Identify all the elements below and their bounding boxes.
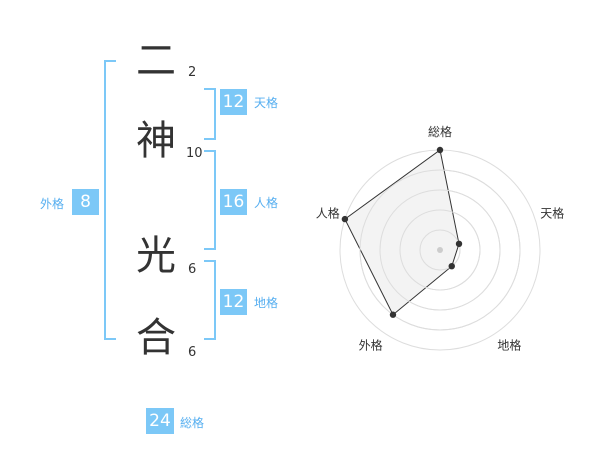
radar-center-dot xyxy=(437,247,443,253)
stroke-count-2: 10 xyxy=(186,146,203,161)
jinkaku-label: 人格 xyxy=(254,196,279,210)
chikaku-value: 12 xyxy=(220,289,247,315)
name-char-1: 二 xyxy=(136,38,176,84)
tenkaku-bracket xyxy=(204,88,216,140)
jinkaku-bracket xyxy=(204,150,216,250)
stroke-count-4: 6 xyxy=(188,345,197,360)
radar-axis-label-5: 人格 xyxy=(316,206,340,221)
gaikaku-bracket xyxy=(104,60,116,340)
soukaku-label: 総格 xyxy=(180,416,205,430)
tenkaku-label: 天格 xyxy=(254,96,279,110)
radar-ring-overlay-2 xyxy=(399,209,481,291)
radar-point-4 xyxy=(389,311,397,318)
tenkaku-value: 12 xyxy=(220,89,247,115)
radar-ring-overlay-1 xyxy=(419,229,461,271)
name-char-4: 合 xyxy=(136,315,176,361)
jinkaku-value: 16 xyxy=(220,189,247,215)
stroke-count-3: 6 xyxy=(188,262,197,277)
radar-axis-label-4: 外格 xyxy=(359,338,383,353)
radar-ring-overlay-4 xyxy=(359,169,521,331)
radar-point-5 xyxy=(341,215,349,223)
radar-point-1 xyxy=(436,146,444,154)
name-char-3: 光 xyxy=(136,233,176,279)
soukaku-value: 24 xyxy=(146,408,174,434)
name-char-2: 神 xyxy=(136,118,176,164)
radar-axis-label-1: 総格 xyxy=(428,124,452,139)
stroke-count-1: 2 xyxy=(188,65,197,80)
radar-axis-label-3: 地格 xyxy=(497,338,521,353)
chikaku-label: 地格 xyxy=(254,296,279,310)
radar-point-2 xyxy=(455,240,463,248)
gaikaku-value: 8 xyxy=(72,189,99,215)
radar-axis-label-2: 天格 xyxy=(540,206,564,221)
gaikaku-label: 外格 xyxy=(40,197,65,211)
radar-ring-overlay-3 xyxy=(379,189,501,311)
chikaku-bracket xyxy=(204,260,216,340)
radar-point-3 xyxy=(448,262,455,270)
